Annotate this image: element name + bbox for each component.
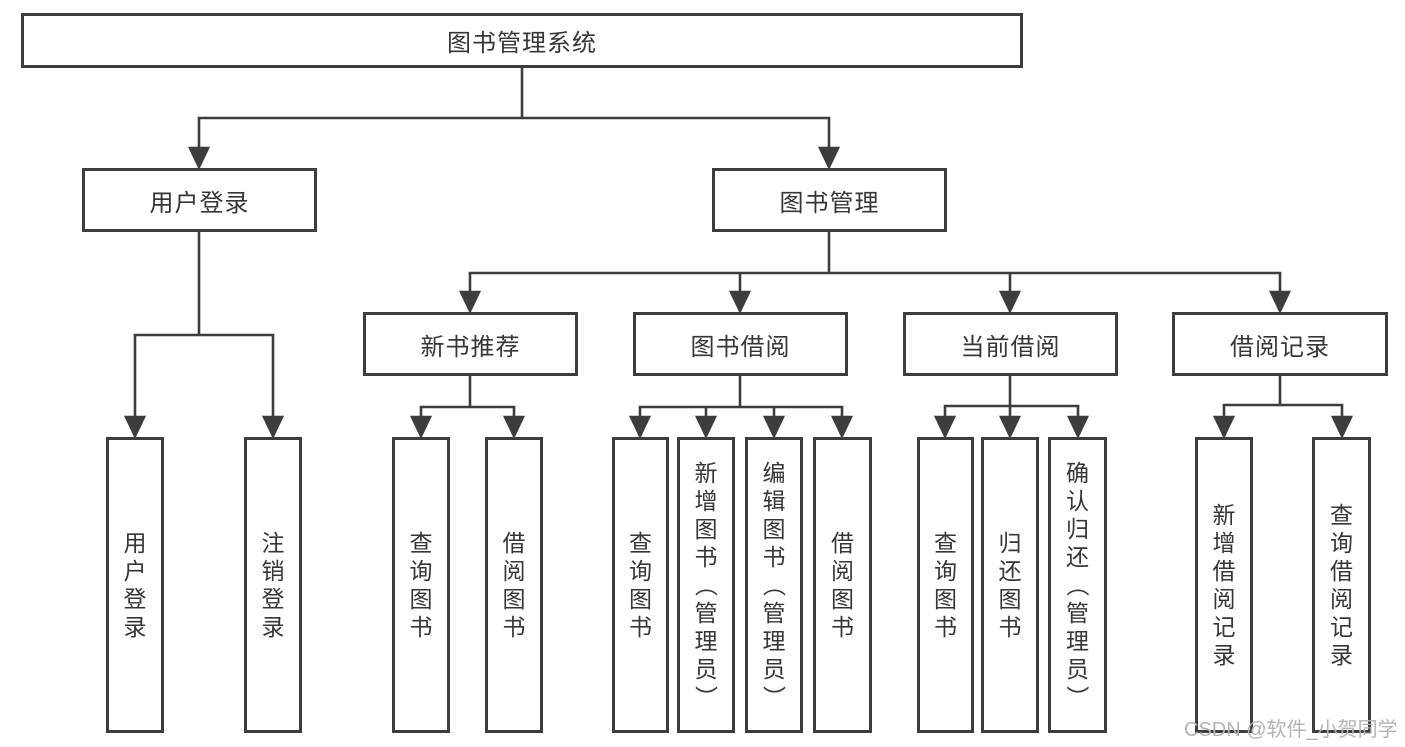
- leaf-logout: 注销登录: [244, 437, 302, 733]
- node-label: 当前借阅: [960, 333, 1061, 361]
- node-book-management: 图书管理: [712, 168, 947, 232]
- leaf-query-books: 查询图书: [612, 437, 669, 733]
- node-label: 图书借阅: [690, 333, 791, 361]
- node-label: 图书管理: [779, 189, 880, 217]
- node-label: 用户登录: [149, 189, 250, 217]
- leaf-return-books: 归还图书: [981, 437, 1039, 733]
- node-label: 图书管理系统: [447, 30, 597, 57]
- leaf-confirm-return-admin: 确认归还（管理员）: [1048, 437, 1107, 733]
- csdn-watermark: CSDN @软件_小贺同学: [1184, 719, 1398, 741]
- leaf-add-books-admin: 新增图书（管理员）: [677, 437, 735, 733]
- leaf-add-borrow-record: 新增借阅记录: [1195, 437, 1253, 733]
- leaf-query-books: 查询图书: [392, 437, 450, 733]
- node-borrowing-records: 借阅记录: [1172, 312, 1388, 376]
- leaf-borrow-books: 借阅图书: [485, 437, 543, 733]
- leaf-user-login: 用户登录: [106, 437, 164, 733]
- leaf-query-borrow-record: 查询借阅记录: [1312, 437, 1371, 733]
- node-new-book-recommend: 新书推荐: [363, 312, 578, 376]
- node-label: 新书推荐: [420, 333, 521, 361]
- node-user-login: 用户登录: [82, 168, 317, 232]
- leaf-query-books: 查询图书: [917, 437, 974, 733]
- node-book-borrowing: 图书借阅: [633, 312, 848, 376]
- leaf-edit-books-admin: 编辑图书（管理员）: [745, 437, 803, 733]
- node-library-management-system: 图书管理系统: [21, 13, 1023, 68]
- node-current-borrowing: 当前借阅: [903, 312, 1118, 376]
- node-label: 借阅记录: [1230, 333, 1330, 361]
- leaf-borrow-books: 借阅图书: [813, 437, 872, 733]
